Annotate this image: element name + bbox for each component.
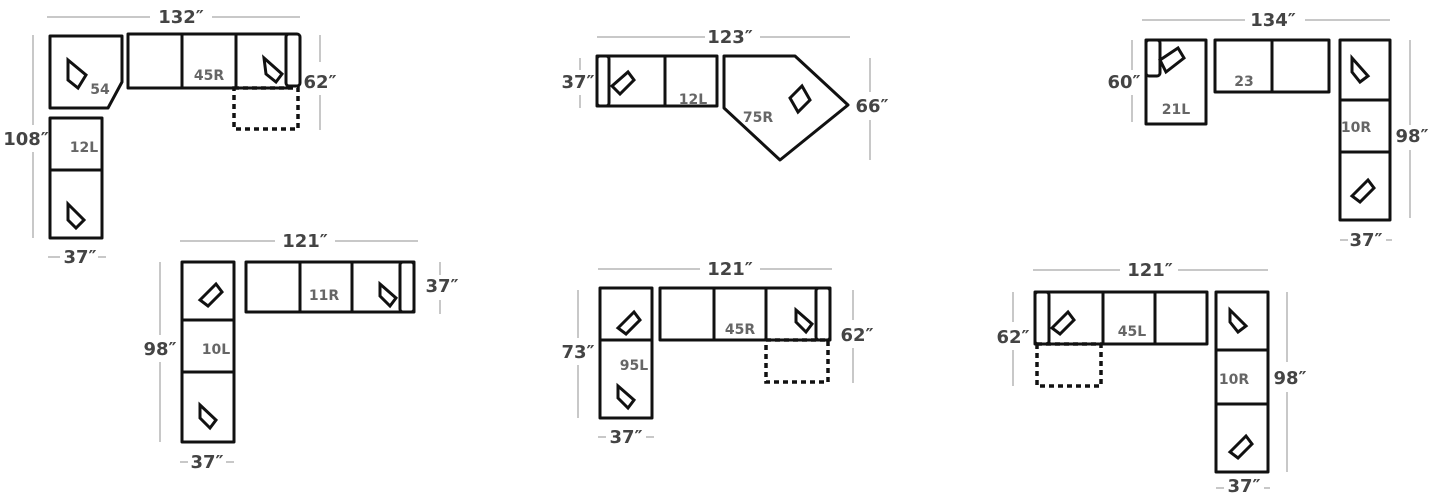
dim-height-left-label: 60″ (1107, 72, 1140, 93)
module-label: 75R (743, 110, 773, 126)
recliner-icon (1227, 433, 1254, 460)
dim-width-label: 132″ (158, 7, 204, 28)
dim-depth-label: 37″ (63, 247, 96, 268)
dim-width-label: 134″ (1250, 10, 1296, 31)
dim-height-left-label: 73″ (561, 342, 594, 363)
dim-depth-label: 37″ (609, 427, 642, 448)
dim-width-label: 121″ (1127, 260, 1173, 281)
arm (284, 32, 302, 88)
arm (1033, 290, 1051, 346)
module-label: 23 (1234, 74, 1253, 90)
recliner-icon (1350, 54, 1371, 85)
recliner-icon (198, 401, 219, 431)
module-label: 10L (202, 342, 230, 358)
recliner-icon (794, 306, 815, 335)
dim-depth-label: 37″ (1349, 230, 1382, 251)
recliner-icon (615, 309, 642, 336)
chaise-footrest (232, 86, 300, 131)
module-label: 45R (725, 322, 755, 338)
dim-height-right-label: 98″ (1273, 368, 1306, 389)
arm (595, 54, 611, 108)
module-label: 12L (70, 140, 98, 156)
recliner-icon (1049, 309, 1076, 336)
recliner-icon (616, 382, 637, 411)
sofa-section (1338, 38, 1392, 222)
dim-depth-label: 37″ (190, 452, 223, 473)
module-label: 54 (90, 82, 110, 98)
dim-height-left-label: 98″ (143, 339, 176, 360)
module-label: 21L (1162, 102, 1190, 118)
recliner-icon (66, 56, 88, 91)
dim-height-right-label: 66″ (855, 96, 888, 117)
arm (814, 286, 832, 342)
recliner-icon (1349, 177, 1376, 204)
recliner-icon (1158, 45, 1186, 75)
recliner-icon (262, 54, 285, 85)
chaise-footrest (764, 338, 830, 384)
dim-height-left-label: 62″ (996, 327, 1029, 348)
arm (398, 260, 416, 314)
module-label: 45L (1118, 324, 1146, 340)
module-label: 95L (620, 358, 648, 374)
sofa-section (1214, 290, 1270, 474)
dim-width-label: 123″ (707, 27, 753, 48)
angled-wedge-module (722, 54, 850, 162)
module-label: 45R (194, 68, 224, 84)
module-label: 10R (1341, 120, 1371, 136)
chaise-footrest (1035, 342, 1103, 388)
diagram-d: 121″ 98″ 37″ 37″ 10L 11R (143, 231, 458, 473)
arm (1144, 38, 1162, 78)
dim-height-left-label: 108″ (3, 129, 49, 150)
dim-width-label: 121″ (282, 231, 328, 252)
dim-height-right-label: 62″ (840, 325, 873, 346)
recliner-icon (1228, 306, 1249, 335)
sofa-section (180, 260, 236, 444)
corner-wedge-module (48, 34, 124, 110)
module-label: 10R (1219, 372, 1249, 388)
recliner-icon (788, 83, 812, 115)
dim-height-right-label: 98″ (1395, 126, 1428, 147)
diagram-b: 123″ 37″ 66″ 12L 75R (561, 27, 889, 162)
recliner-icon (609, 69, 636, 97)
dim-height-right-label: 62″ (303, 72, 336, 93)
diagram-c: 134″ 60″ 98″ 37″ 21L 23 10R (1107, 10, 1428, 251)
recliner-icon (66, 200, 87, 231)
diagram-e: 121″ 73″ 62″ 37″ 95L 45R (561, 259, 873, 448)
diagram-a: 132″ 108″ 62″ 37″ 54 45R 12L (3, 7, 336, 268)
module-label: 11R (309, 288, 339, 304)
dim-width-label: 121″ (707, 259, 753, 280)
dim-depth-label: 37″ (1227, 476, 1260, 493)
recliner-icon (378, 280, 399, 309)
diagram-f: 121″ 62″ 98″ 37″ 45L 10R (996, 260, 1306, 493)
dim-height-left-label: 37″ (561, 72, 594, 93)
dim-height-right-label: 37″ (425, 276, 458, 297)
module-label: 12L (679, 92, 707, 108)
recliner-icon (197, 281, 224, 308)
